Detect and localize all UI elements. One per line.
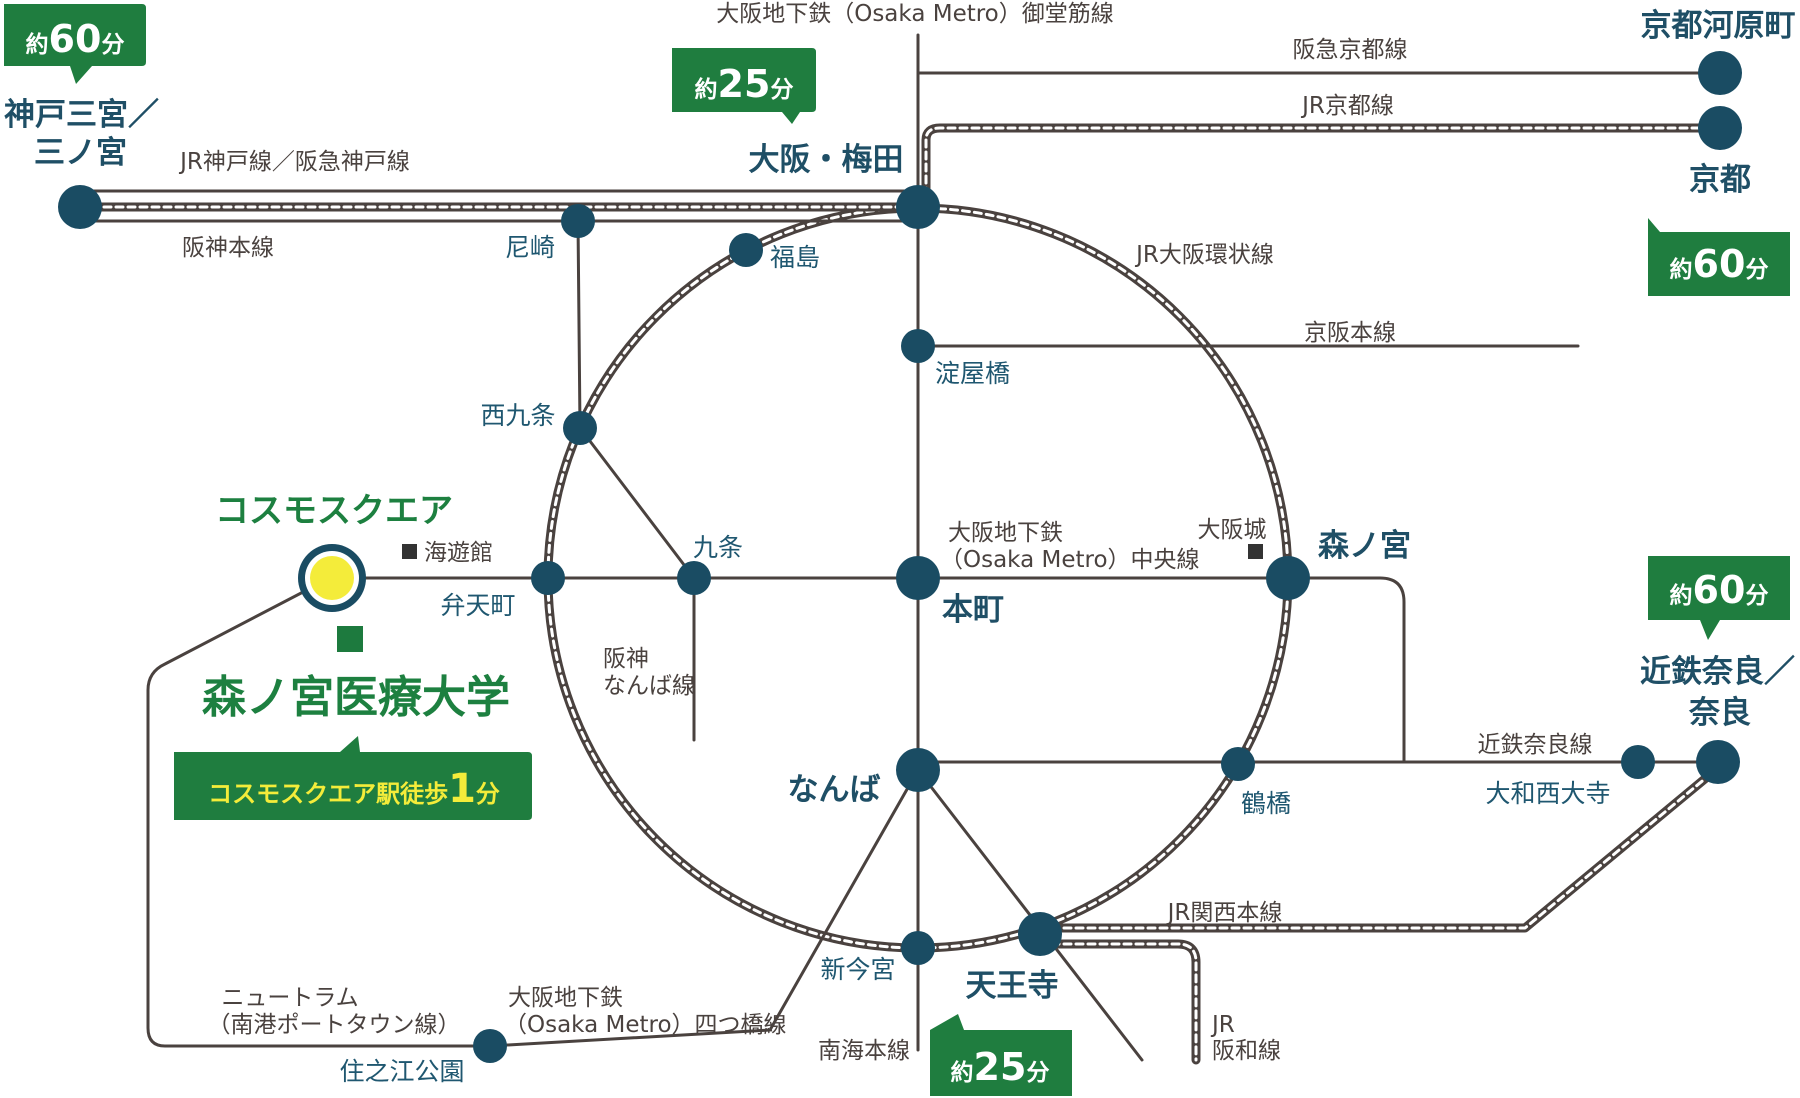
station-umeda[interactable] — [896, 185, 940, 229]
yotsubashi-line — [488, 768, 920, 1048]
jr-kyoto-line — [921, 123, 1725, 212]
cosmo-square-station[interactable] — [298, 544, 366, 612]
station-kyoto[interactable] — [1698, 106, 1742, 150]
badge-nara: 約60分 — [1648, 556, 1790, 640]
label-fukushima: 福島 — [770, 243, 820, 272]
label-yamato-saidaiji: 大和西大寺 — [1485, 779, 1610, 808]
station-namba[interactable] — [896, 748, 940, 792]
kaiyukan-marker-icon — [402, 544, 417, 559]
label-kyoto-kawaramachi: 京都河原町 — [1641, 8, 1796, 44]
label-hanshin-namba-1: 阪神 — [603, 646, 649, 672]
label-namba: なんば — [788, 772, 881, 808]
newtram-line — [146, 576, 492, 1048]
label-kaiyukan: 海遊館 — [424, 540, 493, 566]
svg-text:約25分: 約25分 — [695, 62, 794, 106]
osakajo-marker-icon — [1248, 544, 1263, 559]
chuo-line — [343, 576, 1406, 764]
station-honmachi[interactable] — [896, 556, 940, 600]
label-nara-2: 奈良 — [1688, 695, 1751, 731]
stations — [58, 51, 1742, 1063]
label-yotsubashi-2: （Osaka Metro）四つ橋線 — [504, 1012, 787, 1038]
label-bentencho: 弁天町 — [440, 591, 515, 620]
label-tennoji: 天王寺 — [966, 968, 1059, 1004]
label-jr-kobe: JR神戸線／阪急神戸線 — [178, 149, 410, 175]
station-kujo[interactable] — [677, 561, 711, 595]
badge-tennoji: 約25分 — [930, 1014, 1072, 1096]
label-kujo: 九条 — [693, 533, 743, 562]
station-yamato-saidaiji[interactable] — [1621, 745, 1655, 779]
label-nara-1: 近鉄奈良／ — [1640, 654, 1795, 690]
label-nankai: 南海本線 — [818, 1038, 910, 1064]
label-jr-hanwa-1: JR — [1210, 1012, 1235, 1038]
svg-text:コスモスクエア駅徒歩1分: コスモスクエア駅徒歩1分 — [208, 766, 500, 812]
jr-kansai-line-inner — [1038, 766, 1720, 930]
svg-text:約60分: 約60分 — [1670, 242, 1769, 286]
label-nishikujo: 西九条 — [480, 401, 555, 430]
cosmo-square-label: コスモスクエア — [215, 491, 453, 531]
walk-unit: 分 — [476, 780, 500, 808]
station-morinomiya[interactable] — [1266, 556, 1310, 600]
label-kobe-1: 神戸三宮／ — [4, 97, 159, 133]
line-labels: 大阪地下鉄（Osaka Metro）御堂筋線 阪急京都線 JR京都線 JR神戸線… — [178, 1, 1592, 1064]
station-tsuruhashi[interactable] — [1221, 747, 1255, 781]
station-kyoto-kawaramachi[interactable] — [1698, 51, 1742, 95]
svg-text:約60分: 約60分 — [1670, 568, 1769, 612]
label-suminoe: 住之江公園 — [339, 1057, 464, 1086]
label-chuo-2: （Osaka Metro）中央線 — [940, 547, 1200, 573]
label-newtram-1: ニュートラム — [221, 985, 358, 1011]
label-newtram-2: （南港ポートタウン線） — [208, 1012, 461, 1038]
label-midosuji: 大阪地下鉄（Osaka Metro）御堂筋線 — [716, 1, 1114, 27]
school-marker — [337, 626, 363, 652]
label-jr-kansai: JR関西本線 — [1166, 900, 1283, 926]
station-nara[interactable] — [1696, 740, 1740, 784]
walk-text: コスモスクエア駅徒歩 — [208, 780, 448, 808]
label-kobe-2: 三ノ宮 — [34, 135, 127, 171]
station-shinimamiya[interactable] — [901, 931, 935, 965]
label-hanshin-main: 阪神本線 — [182, 235, 274, 261]
label-osakajo: 大阪城 — [1198, 517, 1267, 543]
label-amagasaki: 尼崎 — [505, 233, 555, 262]
jr-hanwa-line-inner — [1038, 942, 1198, 1062]
jr-kyoto-line-inner — [924, 126, 1722, 209]
label-hanshin-namba-2: なんば線 — [603, 673, 695, 699]
walk-minutes: 1 — [448, 766, 476, 812]
badge-kyoto: 約60分 — [1648, 218, 1790, 296]
label-umeda: 大阪・梅田 — [749, 142, 904, 178]
station-labels: 神戸三宮／ 三ノ宮 大阪・梅田 京都河原町 京都 尼崎 福島 淀屋橋 西九条 九… — [4, 8, 1796, 1086]
svg-text:約60分: 約60分 — [26, 17, 125, 61]
label-chuo-1: 大阪地下鉄 — [948, 520, 1063, 546]
station-nishikujo[interactable] — [563, 411, 597, 445]
station-amagasaki[interactable] — [561, 204, 595, 238]
walk-badge: コスモスクエア駅徒歩1分 — [174, 736, 532, 820]
rail-lines — [75, 33, 1725, 1065]
station-suminoe-koen[interactable] — [473, 1029, 507, 1063]
label-jr-hanwa-2: 阪和線 — [1212, 1038, 1281, 1064]
school-name: 森ノ宮医療大学 — [202, 672, 510, 723]
label-morinomiya: 森ノ宮 — [1318, 528, 1411, 564]
badge-kobe: 約60分 — [4, 4, 146, 84]
label-honmachi: 本町 — [942, 592, 1004, 628]
label-shinimamiya: 新今宮 — [820, 955, 895, 984]
station-bentencho[interactable] — [531, 561, 565, 595]
label-jr-kyoto: JR京都線 — [1300, 93, 1394, 119]
label-yotsubashi-1: 大阪地下鉄 — [508, 985, 623, 1011]
station-fukushima[interactable] — [729, 233, 763, 267]
label-kintetsu-nara: 近鉄奈良線 — [1478, 732, 1593, 758]
label-hankyu-kyoto: 阪急京都線 — [1293, 37, 1408, 63]
label-kyoto: 京都 — [1689, 162, 1751, 198]
jr-kansai-line — [1035, 763, 1723, 933]
label-keihan: 京阪本線 — [1304, 320, 1396, 346]
label-jr-loop: JR大阪環状線 — [1134, 242, 1274, 268]
badge-umeda: 約25分 — [672, 48, 816, 124]
cosmo-square-marker — [310, 556, 354, 600]
station-yodoyabashi[interactable] — [901, 329, 935, 363]
station-kobe-sannomiya[interactable] — [58, 185, 102, 229]
svg-text:約25分: 約25分 — [951, 1045, 1050, 1089]
hanshin-namba-line — [576, 219, 696, 742]
label-tsuruhashi: 鶴橋 — [1241, 789, 1291, 818]
station-tennoji[interactable] — [1018, 912, 1062, 956]
label-yodoyabashi: 淀屋橋 — [935, 359, 1010, 388]
